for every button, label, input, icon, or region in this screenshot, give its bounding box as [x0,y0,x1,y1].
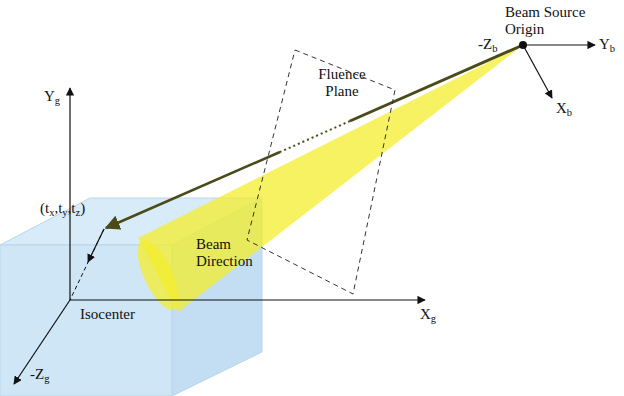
yg-axis [69,88,70,300]
yb-axis [523,44,595,45]
isocenter-label: Isocenter [80,306,150,323]
axis-label: -Zg [30,366,64,385]
translation-arrow [88,229,104,262]
translation-label: (tx,ty,tz) [40,200,110,219]
plane-label: Fluence Plane [311,66,373,101]
axis-label: Yg [44,88,68,107]
axis-label: Xb [556,100,580,119]
beam-line [350,45,523,121]
axis-label: Yb [599,36,621,55]
beam-source-dot [519,41,527,49]
xg-axis [70,299,425,300]
fluence-plane: Fluence Plane [245,48,397,296]
beam-direction-label: Beam Direction [196,236,260,271]
beam-cone [138,45,523,312]
translation-line [70,229,104,300]
axis-label: -Zb [478,36,512,55]
source-label: Beam Source Origin [505,4,597,39]
zg-axis [14,300,70,384]
beam-cone-base [129,235,186,316]
axis-label: Xg [420,306,444,325]
beam-line [106,152,280,228]
beam-line-dotted [280,121,350,152]
xb-axis [523,45,552,98]
plane-outline [245,48,397,296]
